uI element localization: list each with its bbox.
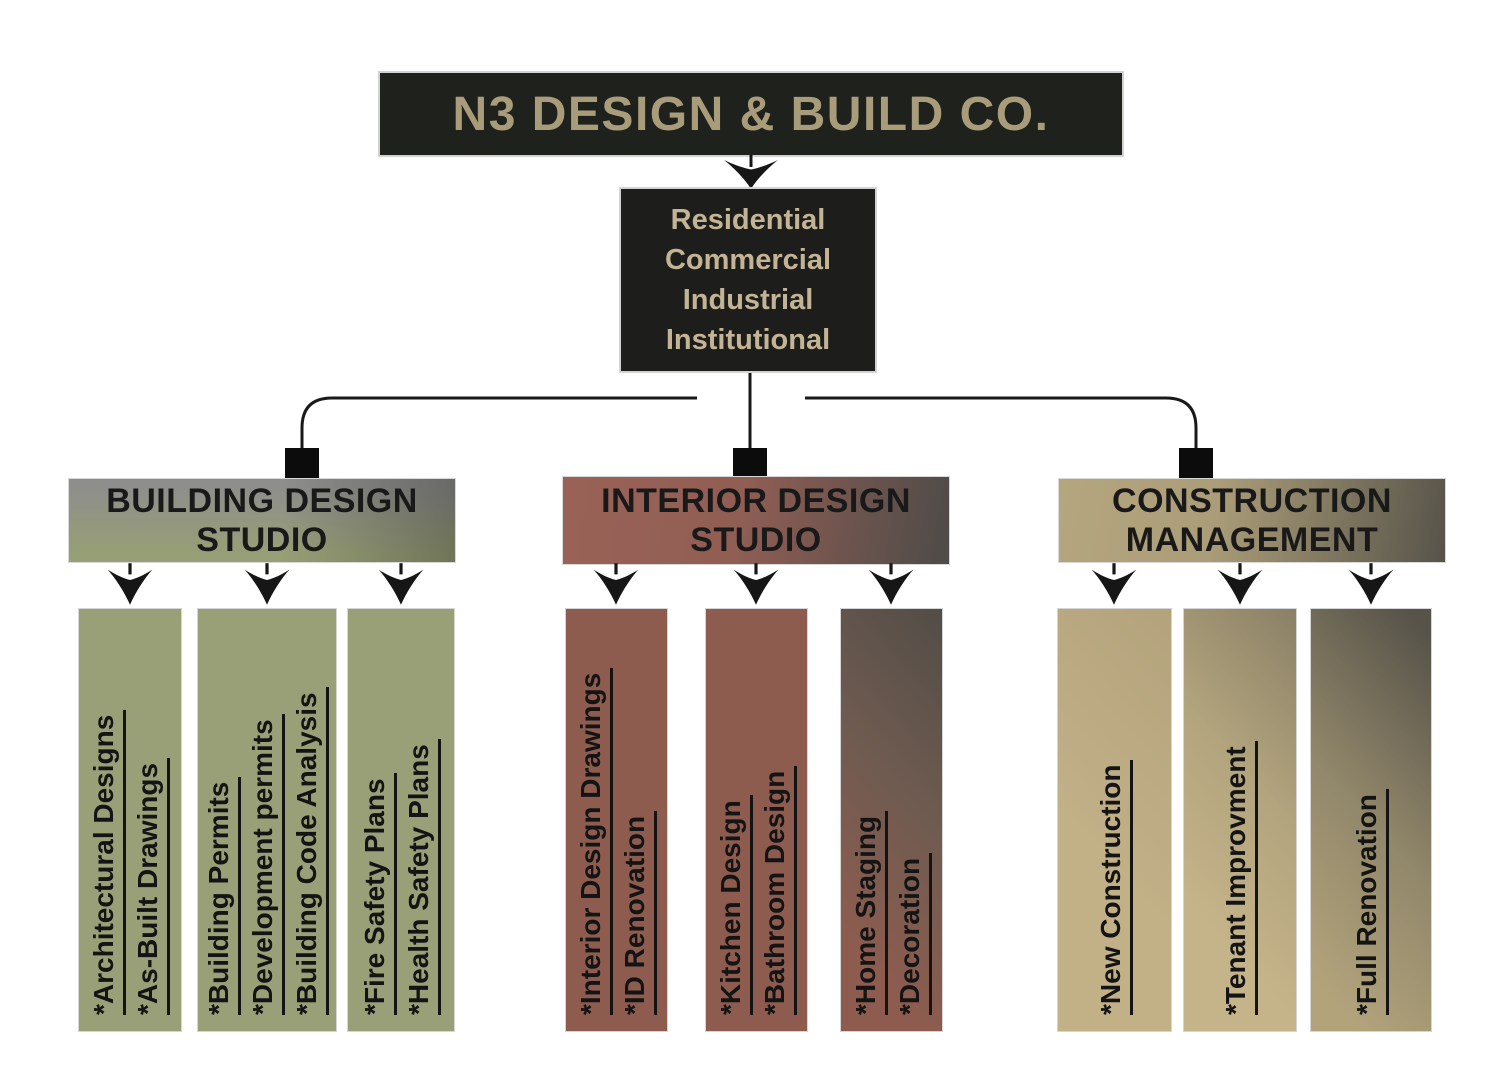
service-item: *Decoration bbox=[894, 852, 932, 1015]
arrow-down-icon bbox=[868, 563, 914, 605]
column-kitchen-design: *Kitchen Design*Bathroom Design bbox=[705, 608, 808, 1032]
service-item: *Kitchen Design bbox=[715, 795, 753, 1015]
department-interior-design-studio: INTERIOR DESIGN STUDIO bbox=[562, 476, 950, 565]
service-item: *Health Safety Plans bbox=[403, 739, 441, 1015]
service-list: *Kitchen Design*Bathroom Design bbox=[706, 609, 807, 1031]
sectors-box: Residential Commercial Industrial Instit… bbox=[619, 187, 877, 373]
service-item: *Building Code Analysis bbox=[291, 687, 329, 1015]
column-building-permits: *Building Permits*Development permits*Bu… bbox=[197, 608, 337, 1032]
arrow-down-icon bbox=[724, 155, 778, 189]
service-list: *Interior Design Drawings*ID Renovation bbox=[566, 609, 667, 1031]
service-item: *ID Renovation bbox=[619, 810, 657, 1015]
arrow-down-icon bbox=[107, 563, 153, 605]
service-list: *Fire Safety Plans*Health Safety Plans bbox=[348, 609, 454, 1031]
department-title-line: BUILDING DESIGN bbox=[106, 482, 418, 521]
service-item: *Building Permits bbox=[203, 776, 241, 1015]
department-title-line: STUDIO bbox=[690, 520, 822, 559]
column-architectural-designs: *Architectural Designs*As-Built Drawings bbox=[78, 608, 182, 1032]
column-tenant-improvement: *Tenant Improvment bbox=[1183, 608, 1297, 1032]
connector-square-middle bbox=[733, 448, 767, 478]
company-title: N3 DESIGN & BUILD CO. bbox=[452, 87, 1050, 141]
service-list: *Architectural Designs*As-Built Drawings bbox=[79, 609, 181, 1031]
column-new-construction: *New Construction bbox=[1057, 608, 1172, 1032]
service-item: *Home Staging bbox=[850, 810, 888, 1015]
service-item: *Bathroom Design bbox=[759, 765, 797, 1015]
arrow-down-icon bbox=[378, 563, 424, 605]
connector-square-left bbox=[285, 448, 319, 478]
sector-residential: Residential bbox=[670, 204, 826, 236]
arrow-down-icon bbox=[733, 563, 779, 605]
column-fire-safety-plans: *Fire Safety Plans*Health Safety Plans bbox=[347, 608, 455, 1032]
service-item: *Interior Design Drawings bbox=[575, 667, 613, 1015]
department-title-line: MANAGEMENT bbox=[1125, 520, 1379, 559]
service-item: *Development permits bbox=[247, 714, 285, 1015]
sector-industrial: Industrial bbox=[682, 284, 814, 316]
service-item: *As-Built Drawings bbox=[132, 757, 170, 1015]
arrow-down-icon bbox=[1348, 563, 1394, 605]
column-full-renovation: *Full Renovation bbox=[1310, 608, 1432, 1032]
service-list: *Full Renovation bbox=[1311, 609, 1431, 1031]
service-list: *New Construction bbox=[1058, 609, 1171, 1031]
service-item: *Architectural Designs bbox=[88, 709, 126, 1015]
service-item: *Fire Safety Plans bbox=[359, 773, 397, 1015]
department-title-line: STUDIO bbox=[196, 520, 328, 559]
column-home-staging: *Home Staging*Decoration bbox=[840, 608, 943, 1032]
service-list: *Tenant Improvment bbox=[1184, 609, 1296, 1031]
service-list: *Building Permits*Development permits*Bu… bbox=[198, 609, 336, 1031]
sector-institutional: Institutional bbox=[665, 324, 831, 356]
service-item: *Tenant Improvment bbox=[1220, 741, 1258, 1015]
service-item: *Full Renovation bbox=[1351, 789, 1389, 1015]
arrow-down-icon bbox=[1091, 563, 1137, 605]
service-list: *Home Staging*Decoration bbox=[841, 609, 942, 1031]
department-title-line: INTERIOR DESIGN bbox=[601, 482, 911, 521]
sector-commercial: Commercial bbox=[664, 244, 831, 276]
department-building-design-studio: BUILDING DESIGN STUDIO bbox=[68, 478, 456, 563]
department-construction-management: CONSTRUCTION MANAGEMENT bbox=[1058, 478, 1446, 563]
arrow-down-icon bbox=[593, 563, 639, 605]
service-item: *New Construction bbox=[1095, 759, 1133, 1015]
department-title-line: CONSTRUCTION bbox=[1112, 482, 1392, 521]
company-title-box: N3 DESIGN & BUILD CO. bbox=[378, 71, 1124, 157]
arrow-down-icon bbox=[1217, 563, 1263, 605]
arrow-down-icon bbox=[244, 563, 290, 605]
column-interior-design-drawings: *Interior Design Drawings*ID Renovation bbox=[565, 608, 668, 1032]
connector-square-right bbox=[1179, 448, 1213, 478]
